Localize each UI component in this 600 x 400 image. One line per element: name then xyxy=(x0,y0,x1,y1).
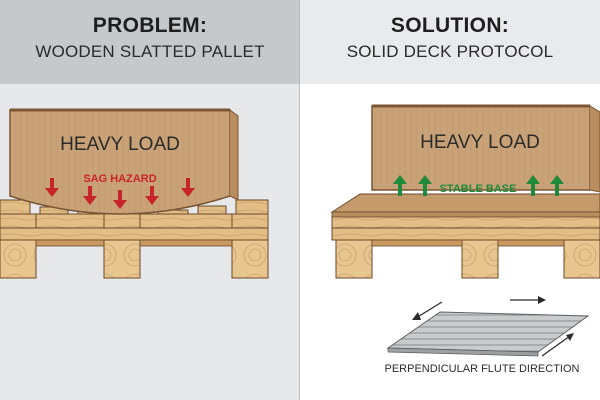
up-arrow-icon xyxy=(550,175,564,196)
up-arrow-icon xyxy=(393,175,407,196)
down-arrow-icon xyxy=(45,178,59,197)
flute-caption: PERPENDICULAR FLUTE DIRECTION xyxy=(385,363,580,375)
down-arrow-icon xyxy=(145,186,159,205)
up-arrow-icon xyxy=(418,175,432,196)
down-arrow-icon xyxy=(83,186,97,205)
problem-header: PROBLEM: WOODEN SLATTED PALLET xyxy=(0,0,300,84)
solution-title: SOLUTION: xyxy=(390,14,510,37)
down-arrow-icon xyxy=(181,178,195,197)
solution-subtitle: SOLID DECK PROTOCOL xyxy=(346,42,554,61)
flute-direction-arrows xyxy=(412,296,574,357)
problem-subtitle: WOODEN SLATTED PALLET xyxy=(35,42,265,61)
sag-hazard-label: SAG HAZARD xyxy=(83,173,156,185)
solution-panel: SOLUTION: SOLID DECK PROTOCOL xyxy=(300,0,600,400)
problem-illustration: HEAVY LOAD SAG HAZARD xyxy=(0,108,269,279)
corrugated-sheet xyxy=(386,311,590,357)
left-box-label: HEAVY LOAD xyxy=(60,134,180,155)
stable-arrows xyxy=(393,175,564,196)
arrow-right-icon xyxy=(510,296,546,304)
arrow-right-icon xyxy=(541,333,574,357)
right-heavy-load-box xyxy=(371,104,600,193)
right-box-label: HEAVY LOAD xyxy=(420,132,540,153)
problem-title: PROBLEM: xyxy=(92,14,208,37)
left-heavy-load-box xyxy=(9,108,239,215)
solution-illustration: HEAVY LOAD STABLE BASE PERPENDICULAR FLU… xyxy=(330,104,600,375)
arrow-left-icon xyxy=(412,301,443,320)
left-pallet xyxy=(0,199,269,279)
stable-base-label: STABLE BASE xyxy=(440,183,517,195)
problem-panel: PROBLEM: WOODEN SLATTED PALLET xyxy=(0,0,300,400)
sag-arrows xyxy=(45,178,195,209)
up-arrow-icon xyxy=(526,175,540,196)
right-pallet xyxy=(330,193,600,279)
solution-header: SOLUTION: SOLID DECK PROTOCOL xyxy=(300,0,600,84)
down-arrow-icon xyxy=(113,190,127,209)
